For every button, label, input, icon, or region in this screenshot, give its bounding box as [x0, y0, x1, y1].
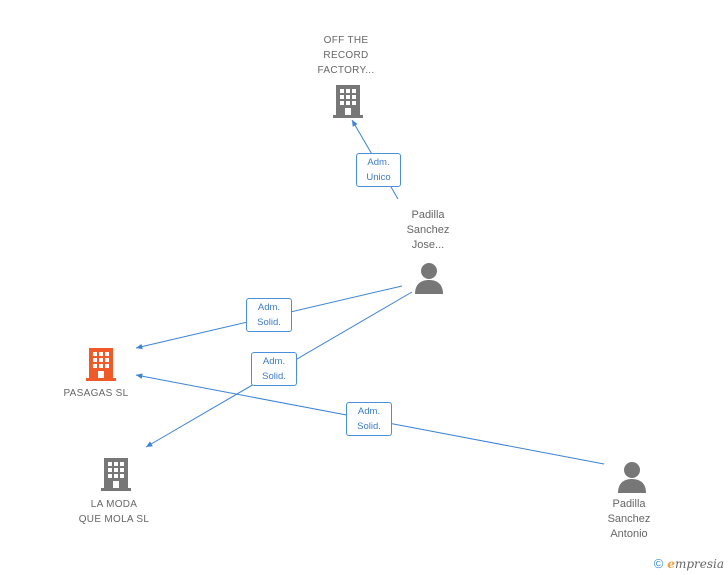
label-line: LA MODA	[90, 499, 138, 510]
edge-label-adm-unico[interactable]: Adm. Unico	[356, 153, 401, 187]
edge-label-line: Adm.	[357, 406, 381, 417]
edge-label-line: Adm.	[257, 302, 281, 313]
brand-name: mpresia	[674, 557, 724, 571]
label-line: Jose...	[411, 239, 445, 251]
edge-label-line: Solid.	[257, 317, 281, 328]
node-label-padilla-antonio[interactable]: Padilla Sanchez Antonio	[579, 497, 679, 542]
label-line: RECORD	[323, 50, 369, 61]
edge-label-adm-solid-pasagas[interactable]: Adm. Solid.	[246, 298, 292, 332]
edge-label-adm-solid-antonio[interactable]: Adm. Solid.	[346, 402, 392, 436]
building-icon[interactable]	[333, 84, 363, 118]
empresia-watermark: ©empresia	[654, 556, 724, 571]
label-line: OFF THE	[323, 35, 369, 46]
label-line: FACTORY...	[317, 65, 375, 76]
node-label-off-the-record[interactable]: OFF THE RECORD FACTORY...	[296, 33, 396, 78]
label-line: Padilla	[612, 498, 646, 510]
copyright-icon: ©	[653, 556, 664, 571]
building-icon[interactable]	[86, 347, 116, 381]
label-line: Padilla	[411, 209, 445, 221]
edge-label-line: Solid.	[357, 421, 381, 432]
label-line: QUE MOLA SL	[78, 514, 150, 525]
edge-label-line: Solid.	[262, 371, 286, 382]
node-label-pasagas[interactable]: PASAGAS SL	[46, 386, 146, 401]
person-icon[interactable]	[414, 262, 444, 294]
building-icon[interactable]	[101, 457, 131, 491]
label-line: Antonio	[610, 528, 648, 540]
edge-label-line: Adm.	[367, 157, 390, 168]
label-line: Sanchez	[607, 513, 651, 525]
brand-first-letter: e	[667, 557, 675, 571]
edge-label-line: Adm.	[262, 356, 286, 367]
person-icon[interactable]	[617, 461, 647, 493]
label-line: PASAGAS SL	[63, 388, 129, 399]
edge-label-adm-solid-la-moda[interactable]: Adm. Solid.	[251, 352, 297, 386]
node-label-la-moda[interactable]: LA MODA QUE MOLA SL	[64, 497, 164, 527]
edge-label-line: Unico	[366, 172, 391, 183]
node-label-padilla-jose[interactable]: Padilla Sanchez Jose...	[378, 208, 478, 253]
label-line: Sanchez	[406, 224, 450, 236]
